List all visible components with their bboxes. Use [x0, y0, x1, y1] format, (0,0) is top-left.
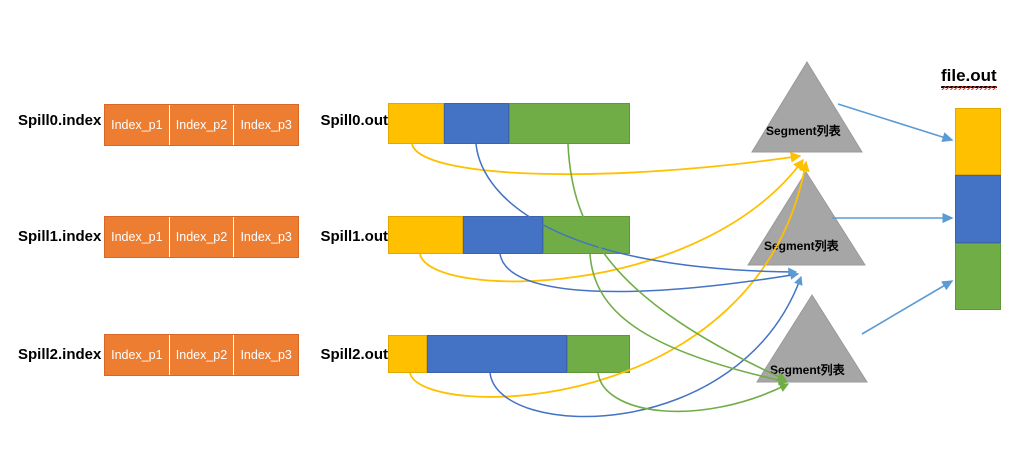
file-out-label: file.out [941, 66, 997, 90]
spill1-index-label: Spill1.index [18, 228, 102, 245]
spill1-segment-p1 [388, 216, 464, 254]
spill2-segment-p1 [388, 335, 427, 373]
index-cell: Index_p2 [169, 105, 235, 145]
spellcheck-squiggle [941, 86, 997, 90]
spill0-out-bar [388, 103, 630, 144]
index-cell: Index_p3 [234, 335, 299, 375]
segment-list-label-2: Segment列表 [764, 239, 839, 253]
spill1-out-bar [388, 216, 630, 254]
segment-list-label-1: Segment列表 [766, 124, 841, 138]
index-cell: Index_p1 [105, 335, 170, 375]
arrow-yellow-spill0 [411, 143, 802, 176]
arrow-merge-to-file-p3 [861, 280, 954, 335]
file-out-segment-p2 [955, 175, 1001, 243]
spill2-index-box: Index_p1 Index_p2 Index_p3 [104, 334, 299, 376]
spill0-index-label: Spill0.index [18, 112, 102, 129]
arrow-green-spill2 [597, 372, 790, 413]
file-out-column [955, 108, 1001, 310]
spill0-out-label: Spill0.out [320, 112, 389, 129]
index-cell: Index_p2 [169, 335, 235, 375]
spill2-segment-p3 [567, 335, 630, 373]
index-cell: Index_p1 [105, 105, 170, 145]
index-cell: Index_p1 [105, 217, 170, 257]
segment-list-label-3: Segment列表 [770, 363, 845, 377]
arrow-blue-spill1 [499, 253, 800, 293]
index-cell: Index_p3 [234, 217, 299, 257]
index-cell: Index_p2 [169, 217, 235, 257]
spill2-index-label: Spill2.index [18, 346, 102, 363]
file-out-segment-p1 [955, 108, 1001, 176]
spill1-segment-p2 [463, 216, 543, 254]
arrow-merge-to-file-p1 [837, 103, 954, 142]
spill2-out-label: Spill2.out [320, 346, 389, 363]
spill1-index-box: Index_p1 Index_p2 Index_p3 [104, 216, 299, 258]
spill0-segment-p3 [508, 103, 630, 144]
spill1-out-label: Spill1.out [320, 228, 389, 245]
spill2-out-bar [388, 335, 630, 373]
spill1-segment-p3 [542, 216, 630, 254]
index-cell: Index_p3 [234, 105, 299, 145]
file-out-segment-p3 [955, 242, 1001, 310]
spill0-segment-p2 [443, 103, 509, 144]
spill0-segment-p1 [388, 103, 444, 144]
file-out-label-text: file.out [941, 66, 997, 85]
spill2-segment-p2 [426, 335, 568, 373]
spill0-index-box: Index_p1 Index_p2 Index_p3 [104, 104, 299, 146]
